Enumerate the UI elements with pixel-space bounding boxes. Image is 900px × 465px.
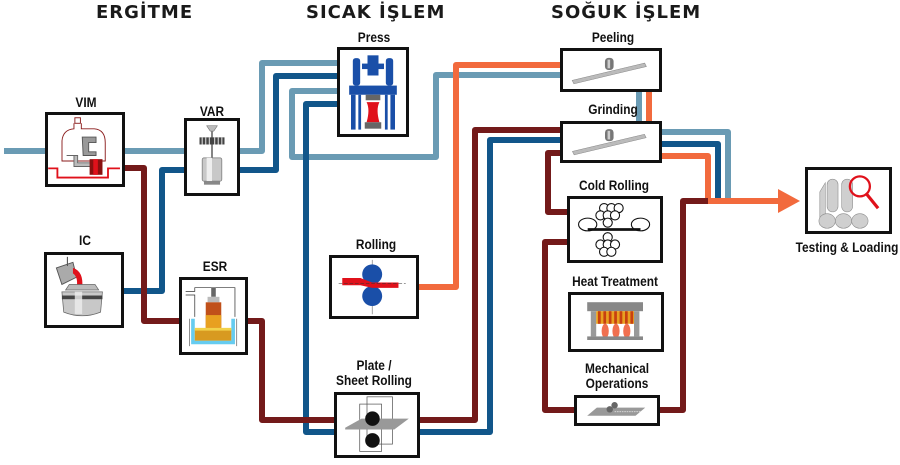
- vim-label: VIM: [75, 95, 97, 110]
- esr-node[interactable]: [179, 277, 248, 355]
- flow-line-grinding-out-light: [659, 129, 731, 201]
- flow-line-grinding-coldrolling-red: [545, 150, 570, 215]
- mechanical-operations-node[interactable]: [574, 395, 660, 426]
- press-node[interactable]: [337, 47, 409, 137]
- section-title-hot-working: SICAK İŞLEM: [306, 2, 446, 23]
- flow-line-grinding-out-dark: [659, 141, 721, 201]
- esr-label: ESR: [202, 259, 228, 274]
- flow-line-coldrolling-mech-red: [542, 239, 577, 413]
- section-title-melting: ERGİTME: [96, 2, 194, 23]
- arrow-head-icon: [778, 189, 800, 213]
- heat-treatment-node[interactable]: [568, 292, 664, 352]
- var-node[interactable]: [184, 118, 240, 196]
- peeling-node[interactable]: [560, 48, 662, 92]
- flow-line-vim-esr-red: [122, 165, 182, 324]
- flow-line-mech-output-red: [657, 198, 708, 413]
- plate-label-line2: Sheet Rolling: [336, 373, 412, 388]
- plate-rolling-icon: [345, 396, 409, 452]
- rolling-node[interactable]: [329, 255, 419, 319]
- ic-label: IC: [79, 233, 91, 248]
- peeling-bar-icon: [571, 57, 647, 85]
- plate-sheet-rolling-node[interactable]: [334, 392, 420, 458]
- testing-loading-node[interactable]: [805, 167, 892, 234]
- electroslag-remelting-icon: [185, 287, 238, 347]
- grinding-node[interactable]: [560, 121, 662, 163]
- cold-rolling-label: Cold Rolling: [579, 178, 649, 193]
- cold-rolling-coils-icon: [578, 203, 651, 257]
- flow-line-ic-var-dark: [122, 167, 190, 294]
- mechanical-operations-icon: [587, 402, 646, 416]
- section-title-cold-working: SOĞUK İŞLEM: [551, 2, 702, 23]
- magnifier-bars-icon: [818, 175, 880, 229]
- peeling-label: Peeling: [591, 30, 635, 45]
- vacuum-induction-furnace-icon: [48, 117, 120, 179]
- vacuum-arc-remelting-icon: [199, 125, 225, 185]
- cold-rolling-node[interactable]: [567, 196, 663, 263]
- mech-ops-label-line1: Mechanical: [584, 361, 650, 376]
- testing-loading-label: Testing & Loading: [795, 240, 899, 255]
- grinding-bar-icon: [572, 129, 647, 156]
- flow-line-var-press-dark: [237, 73, 340, 173]
- flow-line-var-press-upper: [237, 60, 340, 154]
- ingot-casting-ladle-icon: [55, 256, 103, 317]
- heat-treatment-label: Heat Treatment: [572, 274, 658, 289]
- flow-line-rolling-peeling-orange: [418, 62, 563, 290]
- plate-label-line1: Plate /: [356, 358, 392, 373]
- flow-line-press-peeling-light: [289, 72, 563, 160]
- forging-press-icon: [349, 55, 397, 130]
- mech-ops-label-line2: Operations: [585, 376, 649, 391]
- rolling-label: Rolling: [355, 237, 397, 252]
- heat-treatment-furnace-icon: [587, 302, 643, 340]
- rolling-mill-icon: [338, 259, 406, 315]
- flow-line-grinding-out-orange: [659, 153, 780, 204]
- ic-node[interactable]: [44, 252, 124, 328]
- vim-node[interactable]: [45, 112, 125, 187]
- flow-line-plate-grinding-red: [418, 127, 563, 423]
- grinding-label: Grinding: [588, 102, 638, 117]
- var-label: VAR: [199, 104, 225, 119]
- press-label: Press: [357, 30, 391, 45]
